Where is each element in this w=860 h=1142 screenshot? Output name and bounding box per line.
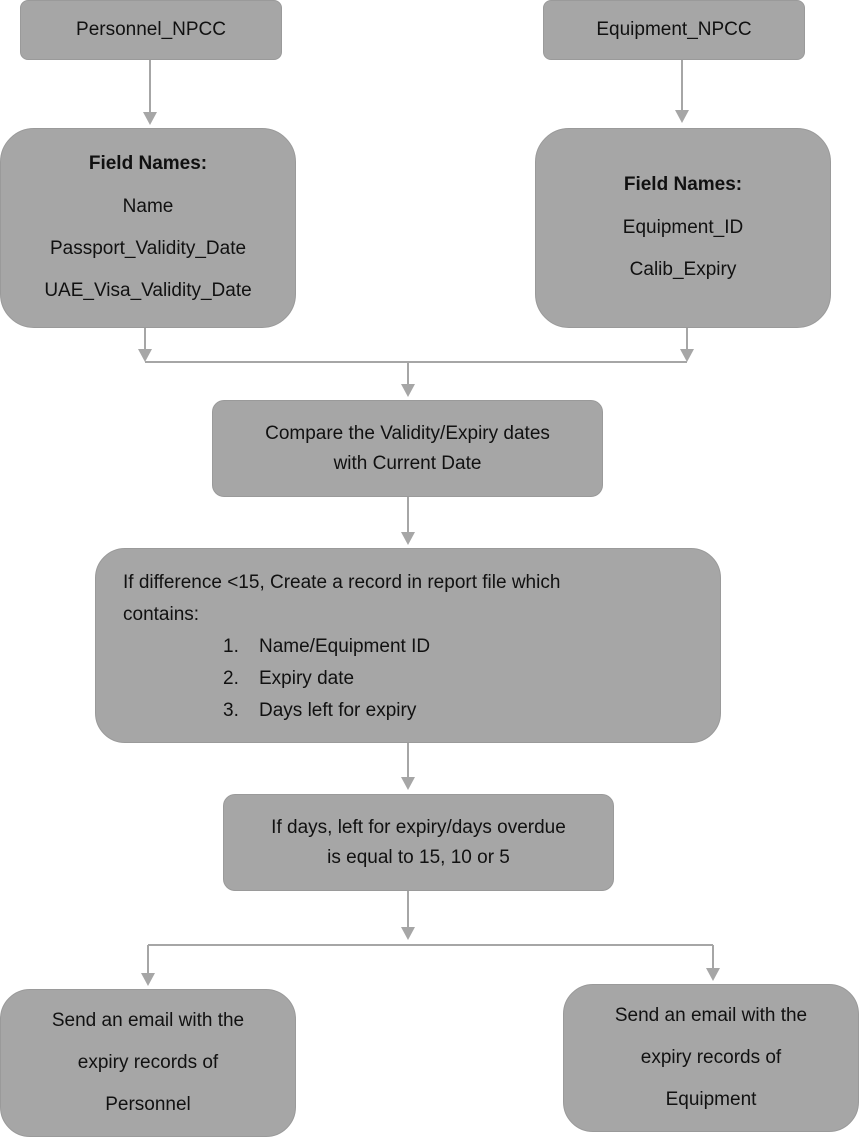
- equipment-field-id: Equipment_ID: [622, 217, 744, 239]
- record-contents-list: 1. Name/Equipment ID 2. Expiry date 3. D…: [123, 631, 430, 727]
- personnel-field-name: Name: [122, 196, 174, 218]
- list-item: 2. Expiry date: [223, 663, 430, 695]
- arrowhead-compare: [401, 384, 415, 397]
- list-item-text: Expiry date: [259, 668, 355, 689]
- email-equipment-line-3: Equipment: [665, 1089, 757, 1110]
- email-equipment-line-2: expiry records of: [640, 1047, 782, 1068]
- personnel-table-title-box: Personnel_NPCC: [20, 0, 282, 60]
- email-equipment-line-1: Send an email with the: [614, 1005, 808, 1026]
- personnel-field-passport-validity: Passport_Validity_Date: [49, 238, 247, 259]
- expiry-condition-box: If days, left for expiry/days overdue is…: [223, 794, 614, 891]
- email-equipment-box: Send an email with the expiry records of…: [563, 984, 859, 1132]
- arrowhead-personnel-email: [141, 973, 155, 986]
- arrowhead-condition: [401, 777, 415, 790]
- list-item-text: Name/Equipment ID: [259, 636, 431, 657]
- list-item-number: 1.: [223, 636, 239, 657]
- equipment-field-calib-expiry: Calib_Expiry: [629, 258, 737, 280]
- list-item-text: Days left for expiry: [259, 700, 417, 721]
- condition-line-2: is equal to 15, 10 or 5: [327, 846, 510, 868]
- equipment-table-title-box: Equipment_NPCC: [543, 0, 805, 60]
- personnel-fields-heading: Field Names:: [88, 153, 208, 175]
- email-personnel-line-2: expiry records of: [77, 1052, 219, 1073]
- arrowhead-split: [401, 927, 415, 940]
- condition-line-1: If days, left for expiry/days overdue: [271, 816, 566, 838]
- list-item-number: 3.: [223, 700, 239, 721]
- arrowhead-record: [401, 532, 415, 545]
- arrowhead-personnel-merge: [138, 349, 152, 362]
- equipment-fields-heading: Field Names:: [623, 174, 743, 196]
- personnel-table-title: Personnel_NPCC: [76, 18, 226, 40]
- personnel-fields-box: Field Names: Name Passport_Validity_Date…: [0, 128, 296, 328]
- arrowhead-equipment-email: [706, 968, 720, 981]
- email-personnel-line-1: Send an email with the: [51, 1010, 245, 1031]
- record-intro-line-1: If difference <15, Create a record in re…: [123, 572, 561, 593]
- compare-line-1: Compare the Validity/Expiry dates: [265, 422, 550, 444]
- arrowhead-personnel-fields: [143, 112, 157, 125]
- compare-line-2: with Current Date: [333, 452, 482, 474]
- list-item-number: 2.: [223, 668, 239, 689]
- record-intro-line-2: contains:: [123, 604, 200, 625]
- compare-dates-box: Compare the Validity/Expiry dates with C…: [212, 400, 603, 497]
- equipment-fields-box: Field Names: Equipment_ID Calib_Expiry: [535, 128, 831, 328]
- email-personnel-box: Send an email with the expiry records of…: [0, 989, 296, 1137]
- equipment-table-title: Equipment_NPCC: [596, 18, 752, 40]
- create-record-box: If difference <15, Create a record in re…: [95, 548, 721, 743]
- personnel-field-visa-validity: UAE_Visa_Validity_Date: [44, 279, 252, 301]
- arrowhead-equipment-fields: [675, 110, 689, 123]
- list-item: 3. Days left for expiry: [223, 695, 430, 727]
- list-item: 1. Name/Equipment ID: [223, 631, 430, 663]
- email-personnel-line-3: Personnel: [105, 1094, 191, 1115]
- arrowhead-equipment-merge: [680, 349, 694, 362]
